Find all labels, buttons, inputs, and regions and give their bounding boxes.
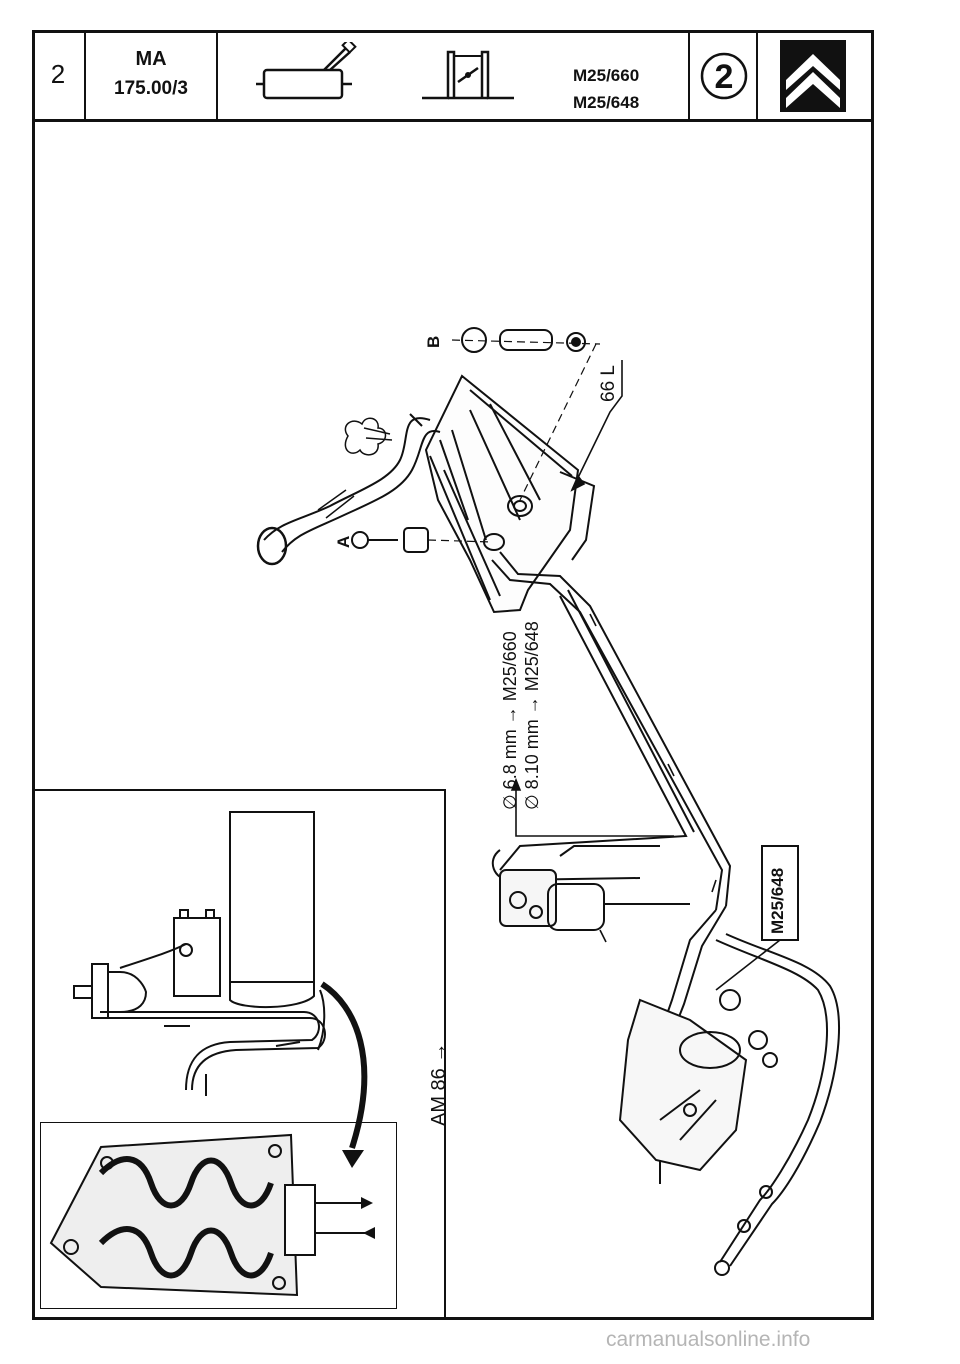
sender-unit-b: [451, 327, 601, 501]
model-applicability: M25/660 M25/648: [218, 30, 690, 119]
flow-arrows: [589, 613, 717, 943]
brand-logo-cell: [758, 30, 868, 119]
drain-plug-a: [351, 527, 493, 553]
pipe-spec-pointer: [510, 777, 674, 837]
vapour-cloud-icon: [344, 417, 393, 456]
filler-neck: [256, 413, 441, 566]
page-number: 2: [32, 30, 86, 119]
double-chevron-icon: [780, 40, 846, 112]
section-reference: MA 175.00/3: [86, 30, 218, 119]
badge-cell: 2: [690, 30, 758, 119]
model-code-1: M25/660: [573, 66, 640, 85]
model-tag-label: M25/648: [768, 867, 787, 934]
section-code: MA: [135, 48, 167, 70]
badge-circle: 2: [700, 52, 748, 100]
header-bar: 2 MA 175.00/3 M25/660 M25/648 2: [32, 30, 874, 122]
injection-pump: [618, 989, 778, 1184]
page-frame: [32, 30, 874, 1320]
pipe-spec-2: ∅ 8.10 mm → M25/648: [522, 621, 542, 810]
label-a: A: [334, 535, 353, 548]
inset-label: AM 86 →: [428, 1042, 450, 1126]
inset-panel: [32, 789, 446, 1320]
badge-number: 2: [715, 58, 734, 96]
capacity-leader: [570, 360, 623, 492]
fuel-tank-icon: [256, 42, 357, 100]
fuel-gauge-icon: [422, 50, 514, 100]
model-code-2: M25/648: [573, 93, 640, 112]
section-number: 175.00/3: [114, 78, 188, 99]
heat-exchanger-detail: [40, 1122, 397, 1309]
return-line: [714, 933, 840, 1276]
watermark-text: carmanualsonline.info: [606, 1328, 811, 1351]
heat-exchanger-drawing: [49, 1133, 375, 1297]
fuel-tank: [424, 374, 596, 614]
model-tag-box: [715, 845, 799, 991]
fuel-filter-assembly: [491, 845, 690, 931]
pipe-spec-1: ∅ 6.8 mm → M25/660: [500, 631, 520, 810]
tank-capacity-label: 66 L: [598, 365, 619, 402]
label-b: B: [424, 335, 443, 348]
